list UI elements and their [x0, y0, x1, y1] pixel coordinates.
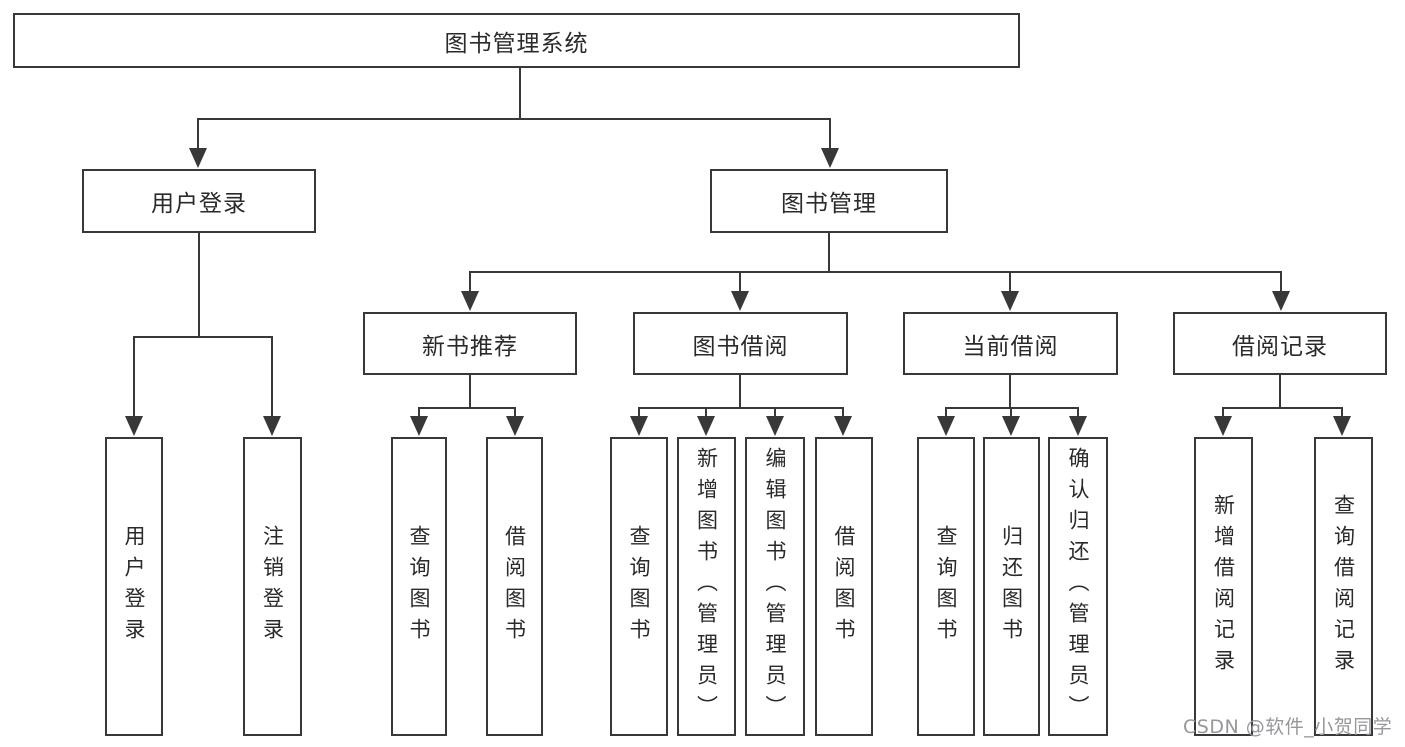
connector-line: [945, 407, 947, 418]
arrow-down-icon: [697, 416, 715, 436]
connector-line: [271, 336, 273, 418]
arrow-down-icon: [731, 291, 749, 311]
node-borrow-records: 借阅记录: [1173, 312, 1387, 375]
connector-line: [945, 407, 1079, 409]
node-library-system-label: 图书管理系统: [444, 30, 589, 57]
connector-line: [469, 271, 471, 293]
connector-line: [829, 118, 831, 150]
connector-line: [705, 407, 707, 418]
connector-line: [133, 336, 135, 418]
arrow-down-icon: [834, 416, 852, 436]
connector-line: [1222, 407, 1224, 418]
arrow-down-icon: [766, 416, 784, 436]
leaf-query-books-2-label: 查询图书: [627, 524, 652, 649]
connector-line: [638, 407, 640, 418]
connector-line: [418, 407, 420, 418]
leaf-return-books-label: 归还图书: [999, 524, 1024, 649]
leaf-add-borrow-record-label: 新增借阅记录: [1211, 493, 1236, 680]
connector-line: [739, 271, 741, 293]
connector-line: [519, 68, 521, 119]
connector-line: [469, 271, 1282, 273]
connector-line: [197, 118, 831, 120]
leaf-edit-books-admin-label: 编辑图书（管理员）: [763, 447, 788, 726]
connector-line: [1280, 271, 1282, 293]
leaf-query-borrow-record: 查询借阅记录: [1314, 437, 1373, 736]
connector-line: [514, 407, 516, 418]
node-current-borrowing: 当前借阅: [903, 312, 1118, 375]
node-user-login-label: 用户登录: [151, 191, 247, 217]
arrow-down-icon: [1272, 291, 1290, 311]
leaf-query-borrow-record-label: 查询借阅记录: [1331, 493, 1356, 680]
leaf-user-login-label: 用户登录: [122, 524, 147, 649]
arrow-down-icon: [506, 416, 524, 436]
connector-line: [197, 118, 199, 150]
arrow-down-icon: [821, 148, 839, 168]
connector-line: [774, 407, 776, 418]
connector-line: [198, 233, 200, 338]
leaf-borrow-books-2: 借阅图书: [815, 437, 873, 736]
leaf-add-borrow-record: 新增借阅记录: [1194, 437, 1253, 736]
connector-line: [418, 407, 516, 409]
leaf-borrow-books-1: 借阅图书: [486, 437, 543, 736]
node-borrow-records-label: 借阅记录: [1232, 333, 1328, 360]
leaf-confirm-return-admin-label: 确认归还（管理员）: [1066, 447, 1091, 726]
leaf-add-books-admin-label: 新增图书（管理员）: [694, 447, 719, 726]
node-book-borrowing-label: 图书借阅: [692, 333, 789, 360]
arrow-down-icon: [1333, 416, 1351, 436]
leaf-edit-books-admin: 编辑图书（管理员）: [745, 437, 805, 736]
connector-line: [638, 407, 844, 409]
leaf-add-books-admin: 新增图书（管理员）: [677, 437, 736, 736]
leaf-query-books-1-label: 查询图书: [407, 524, 432, 649]
connector-line: [1009, 375, 1011, 409]
arrow-down-icon: [410, 416, 428, 436]
leaf-borrow-books-2-label: 借阅图书: [832, 524, 857, 649]
arrow-down-icon: [937, 416, 955, 436]
arrow-down-icon: [189, 148, 207, 168]
leaf-query-books-3: 查询图书: [917, 437, 975, 736]
connector-line: [1279, 375, 1281, 409]
connector-line: [739, 375, 741, 409]
leaf-user-login: 用户登录: [105, 437, 163, 736]
leaf-query-books-3-label: 查询图书: [934, 524, 959, 649]
leaf-logout: 注销登录: [243, 437, 302, 736]
node-book-management: 图书管理: [710, 169, 948, 233]
leaf-confirm-return-admin: 确认归还（管理员）: [1048, 437, 1108, 736]
arrow-down-icon: [125, 416, 143, 436]
connector-line: [1009, 271, 1011, 293]
connector-line: [842, 407, 844, 418]
node-book-management-label: 图书管理: [781, 191, 877, 217]
node-current-borrowing-label: 当前借阅: [962, 333, 1059, 360]
connector-line: [1077, 407, 1079, 418]
arrow-down-icon: [263, 416, 281, 436]
connector-line: [828, 233, 830, 273]
leaf-query-books-1: 查询图书: [391, 437, 447, 736]
arrow-down-icon: [630, 416, 648, 436]
arrow-down-icon: [1001, 291, 1019, 311]
arrow-down-icon: [1069, 416, 1087, 436]
leaf-borrow-books-1-label: 借阅图书: [502, 524, 527, 649]
arrow-down-icon: [1002, 416, 1020, 436]
arrow-down-icon: [1214, 416, 1232, 436]
csdn-watermark: CSDN @软件_小贺同学: [1183, 716, 1393, 738]
connector-line: [133, 336, 273, 338]
leaf-logout-label: 注销登录: [260, 524, 285, 649]
node-library-system: 图书管理系统: [13, 13, 1020, 68]
node-new-book-recommend-label: 新书推荐: [422, 333, 518, 360]
connector-line: [1222, 407, 1343, 409]
leaf-query-books-2: 查询图书: [610, 437, 668, 736]
node-new-book-recommend: 新书推荐: [363, 312, 577, 375]
connector-line: [1010, 407, 1012, 418]
node-book-borrowing: 图书借阅: [633, 312, 848, 375]
arrow-down-icon: [461, 291, 479, 311]
leaf-return-books: 归还图书: [983, 437, 1040, 736]
node-user-login: 用户登录: [82, 169, 316, 233]
connector-line: [1341, 407, 1343, 418]
connector-line: [469, 375, 471, 409]
